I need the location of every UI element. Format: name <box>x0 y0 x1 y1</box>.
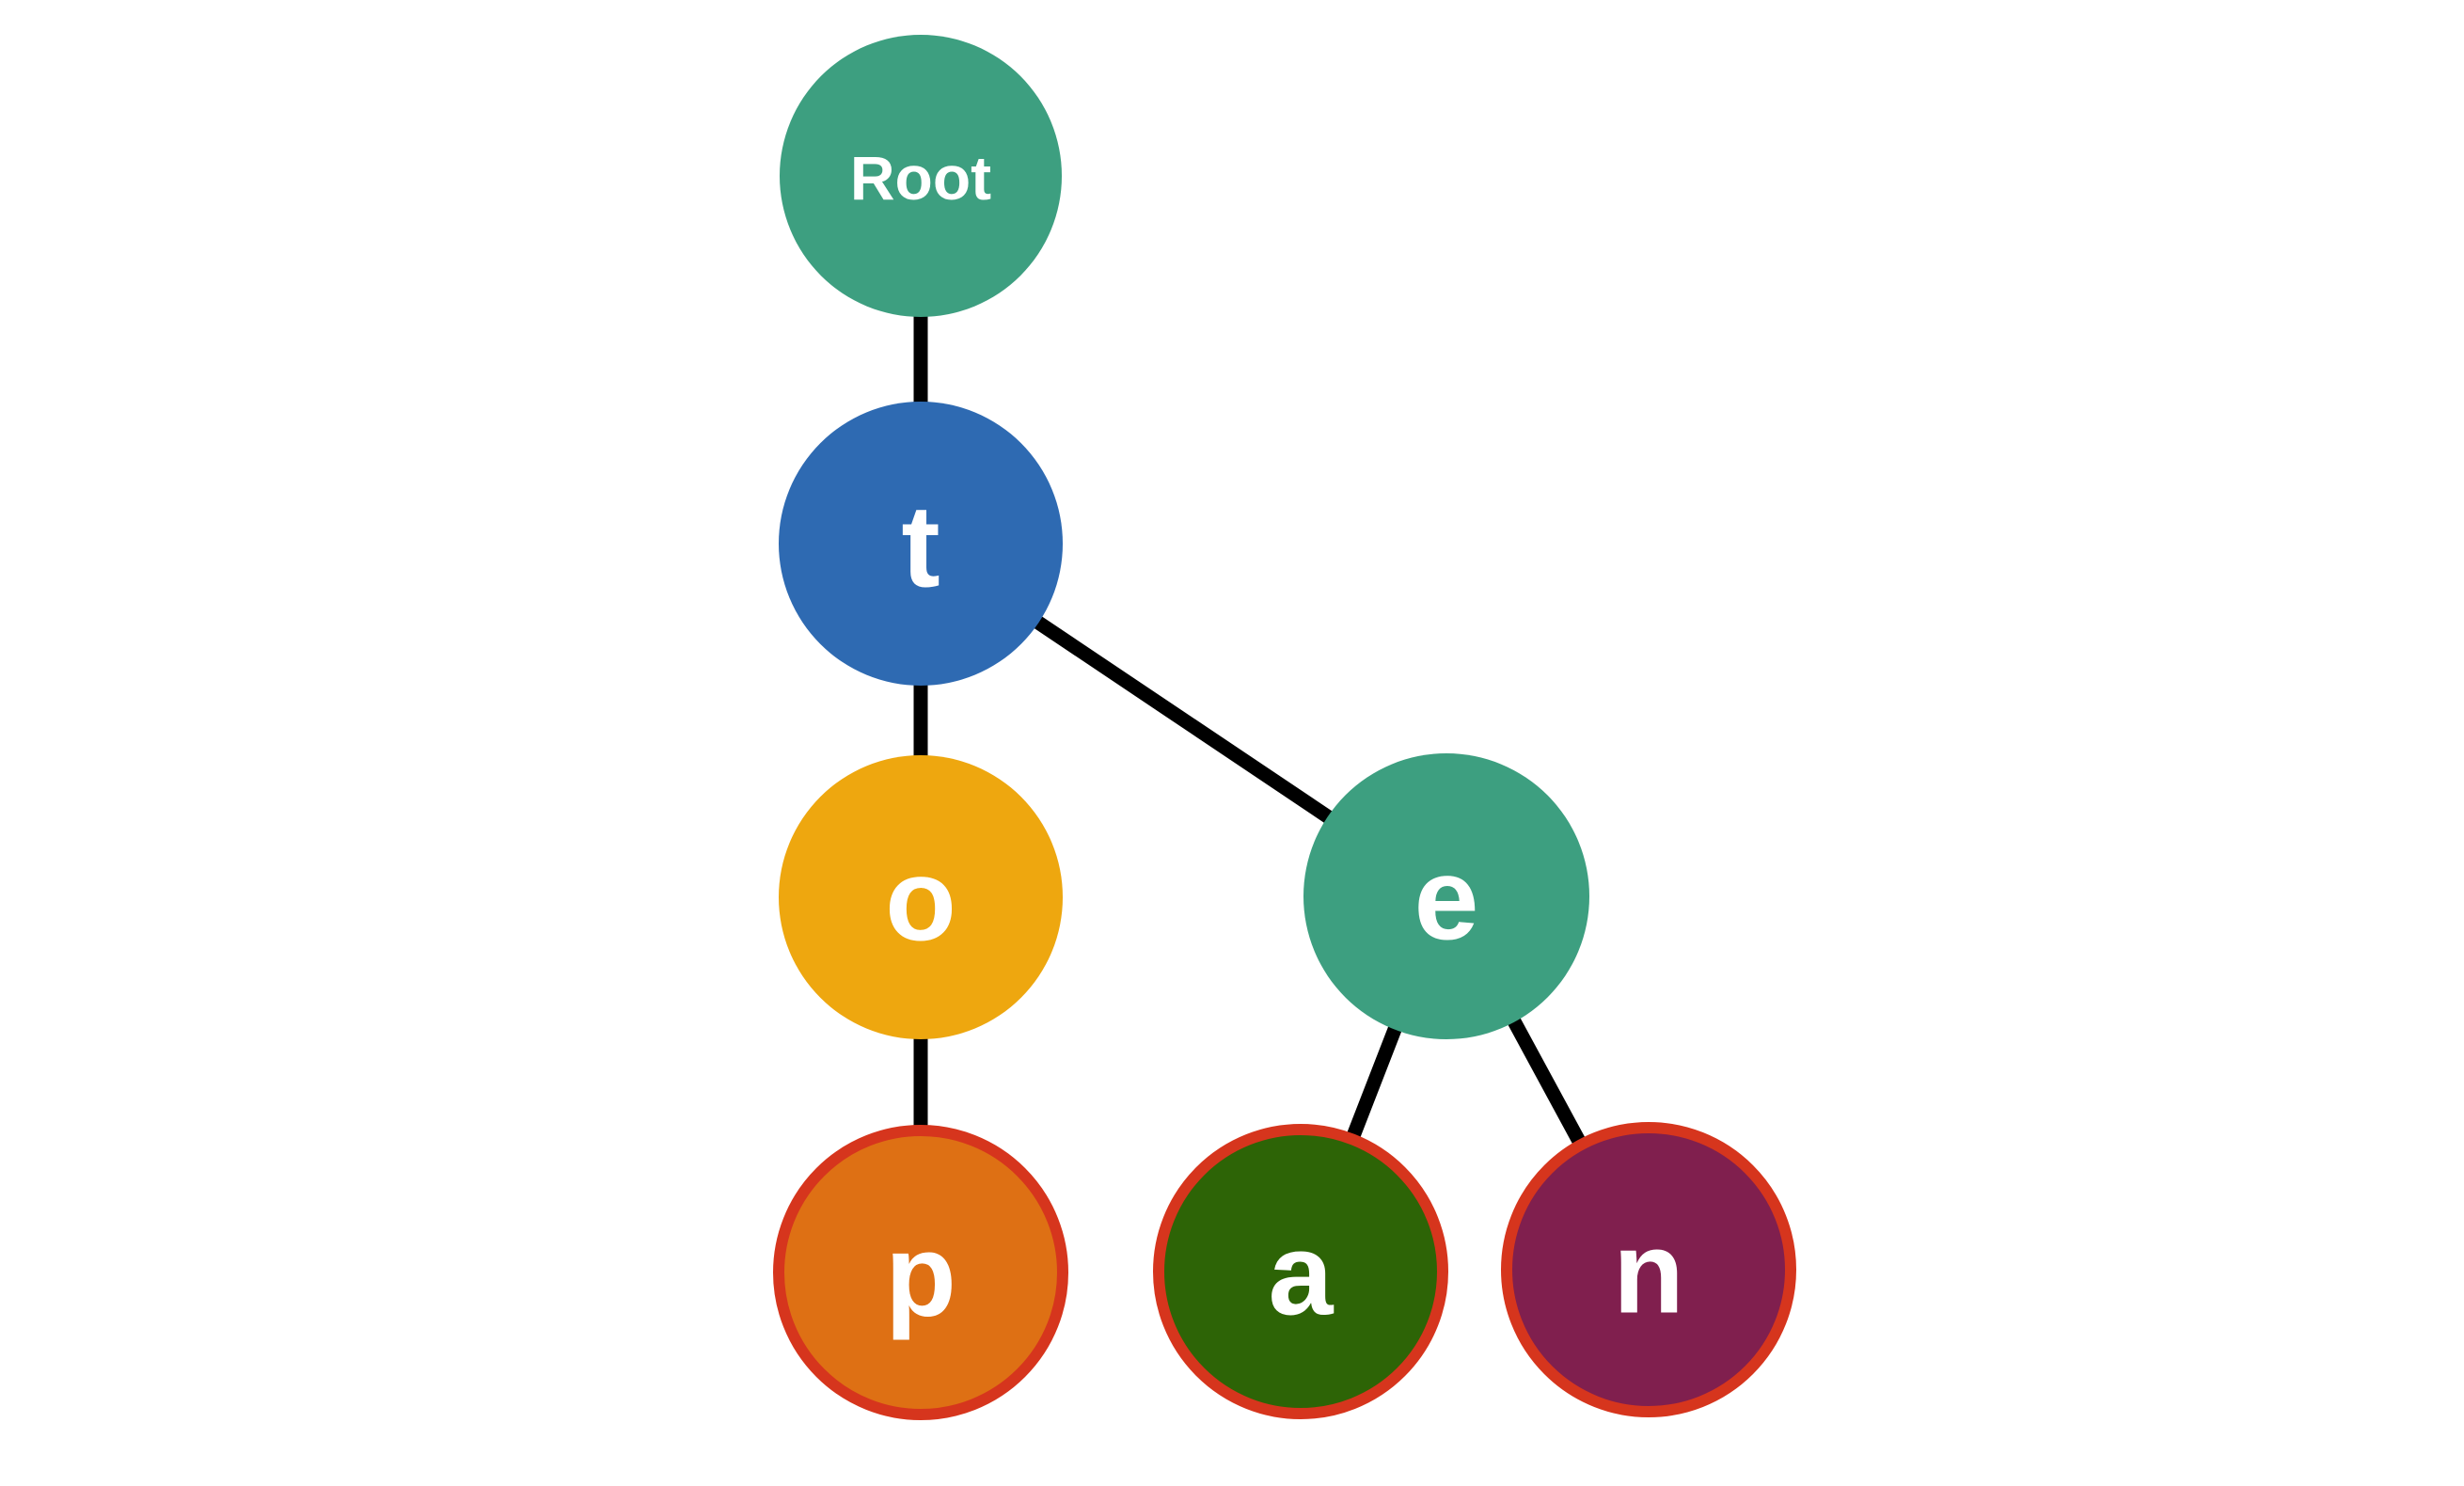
node-a-label: a <box>1268 1209 1334 1340</box>
node-t: t <box>779 402 1063 686</box>
node-root-label: Root <box>849 142 992 213</box>
node-p: p <box>773 1125 1068 1420</box>
node-n: n <box>1501 1122 1796 1417</box>
node-t-label: t <box>901 482 940 612</box>
node-o-label: o <box>885 835 956 966</box>
node-o: o <box>779 755 1063 1039</box>
node-e-label: e <box>1414 834 1479 965</box>
node-e: e <box>1303 753 1589 1039</box>
node-root: Root <box>780 35 1062 317</box>
node-p-label: p <box>885 1210 956 1341</box>
node-n-label: n <box>1613 1208 1684 1338</box>
node-a: a <box>1153 1124 1448 1419</box>
